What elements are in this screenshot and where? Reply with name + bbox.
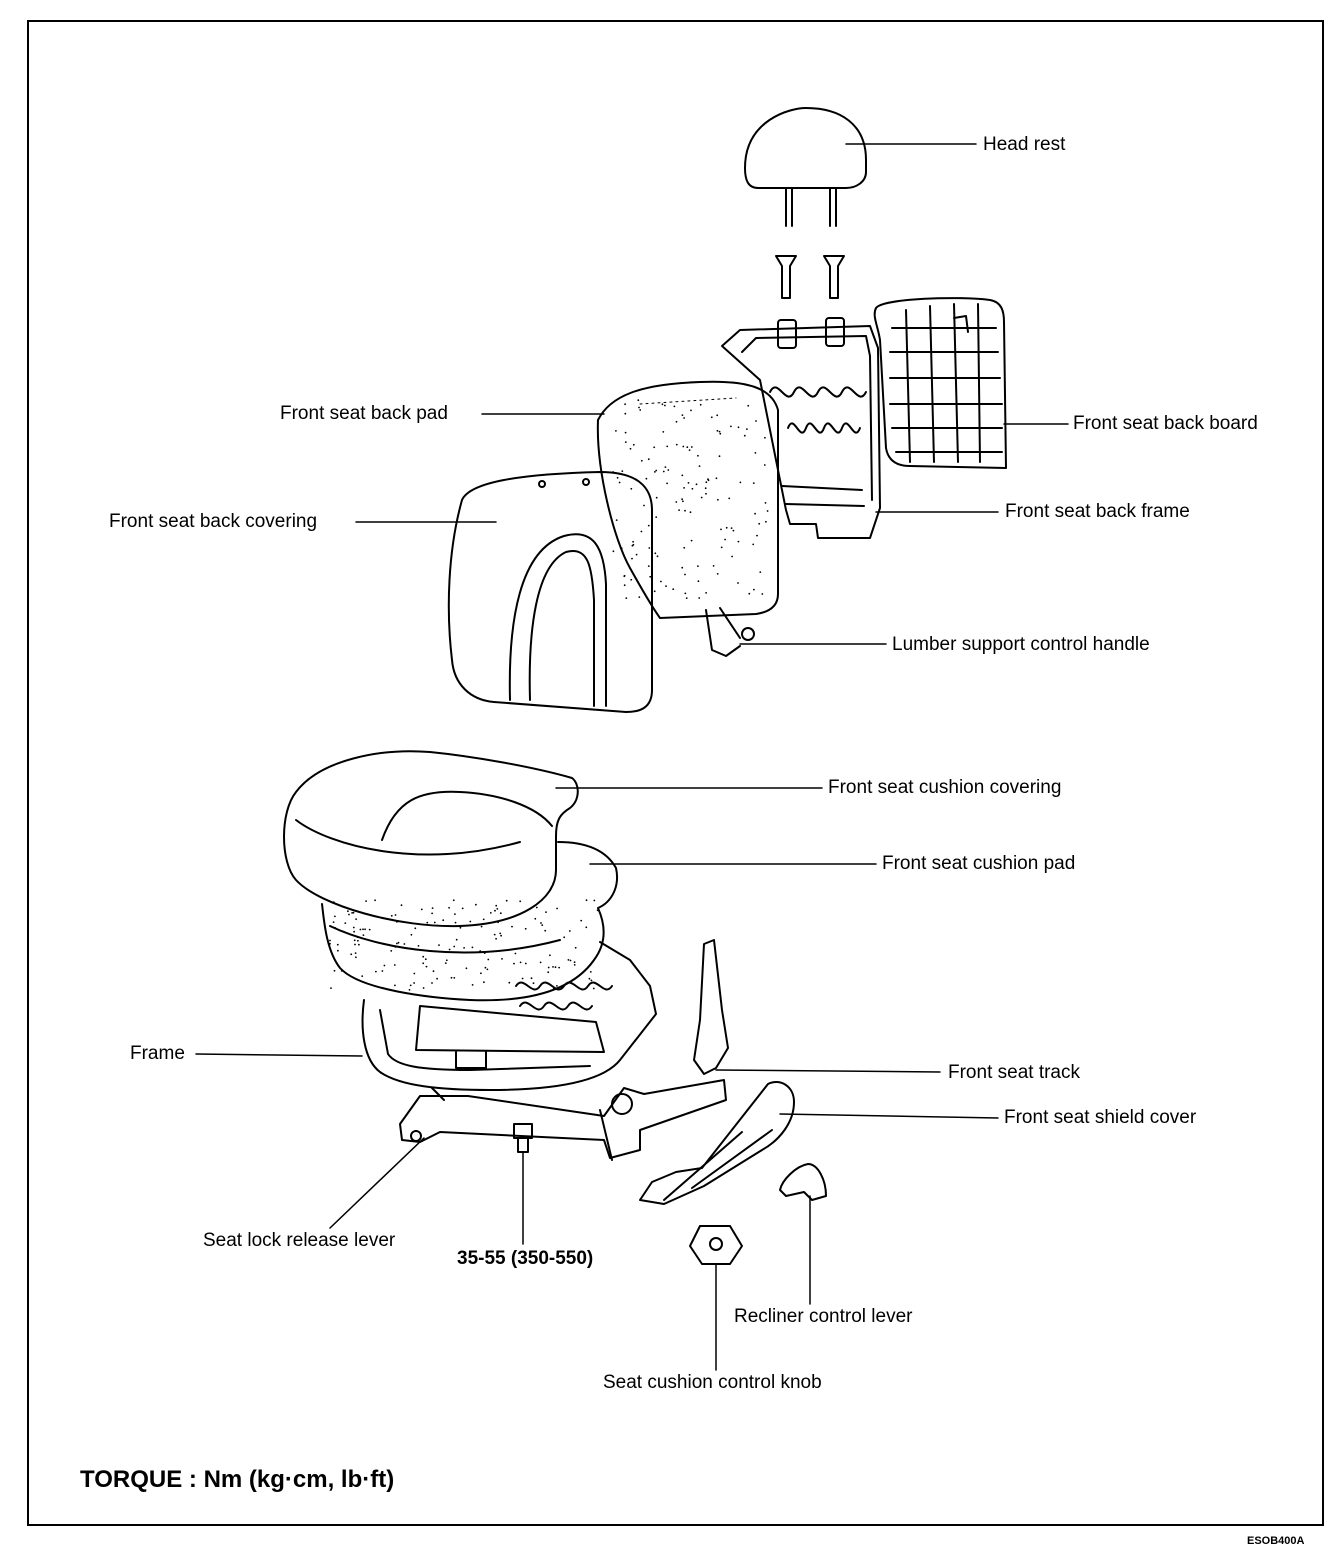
pad-stipple bbox=[329, 399, 769, 991]
recliner-lever-part bbox=[779, 1163, 827, 1201]
seat-track-part bbox=[399, 939, 729, 1161]
back-covering-part bbox=[447, 471, 653, 713]
back-board-part bbox=[873, 297, 1007, 469]
label-frame: Frame bbox=[130, 1043, 185, 1064]
label-back-frame: Front seat back frame bbox=[1005, 501, 1190, 522]
back-pad-part bbox=[596, 380, 779, 657]
back-frame-part bbox=[721, 317, 881, 539]
cushion-knob-part bbox=[689, 1225, 743, 1265]
torque-note: TORQUE : Nm (kg·cm, lb·ft) bbox=[80, 1466, 395, 1493]
label-torque-value: 35-55 (350-550) bbox=[457, 1248, 594, 1269]
seat-frame-part bbox=[361, 941, 657, 1091]
label-seat-track: Front seat track bbox=[948, 1062, 1080, 1083]
label-cushion-covering: Front seat cushion covering bbox=[828, 777, 1062, 798]
cushion-pad-part bbox=[321, 841, 618, 1002]
label-recliner-lever: Recliner control lever bbox=[734, 1306, 913, 1327]
head-rest-part bbox=[744, 107, 867, 227]
label-back-board: Front seat back board bbox=[1073, 413, 1258, 434]
label-head-rest: Head rest bbox=[983, 134, 1066, 155]
shield-cover-part bbox=[639, 1081, 795, 1205]
label-back-covering: Front seat back covering bbox=[109, 511, 318, 532]
leader-lines bbox=[195, 143, 1069, 1371]
label-cushion-knob: Seat cushion control knob bbox=[603, 1372, 822, 1393]
diagram-border bbox=[27, 20, 1324, 1526]
label-lumber-handle: Lumber support control handle bbox=[892, 634, 1150, 655]
cushion-covering-part bbox=[283, 750, 579, 928]
label-back-pad: Front seat back pad bbox=[280, 403, 448, 424]
label-cushion-pad: Front seat cushion pad bbox=[882, 853, 1076, 874]
label-shield-cover: Front seat shield cover bbox=[1004, 1107, 1197, 1128]
label-lock-lever: Seat lock release lever bbox=[203, 1230, 396, 1251]
headrest-guides-part bbox=[775, 255, 845, 299]
figure-code: ESOB400A bbox=[1247, 1535, 1305, 1547]
bolt-part bbox=[513, 1123, 533, 1153]
